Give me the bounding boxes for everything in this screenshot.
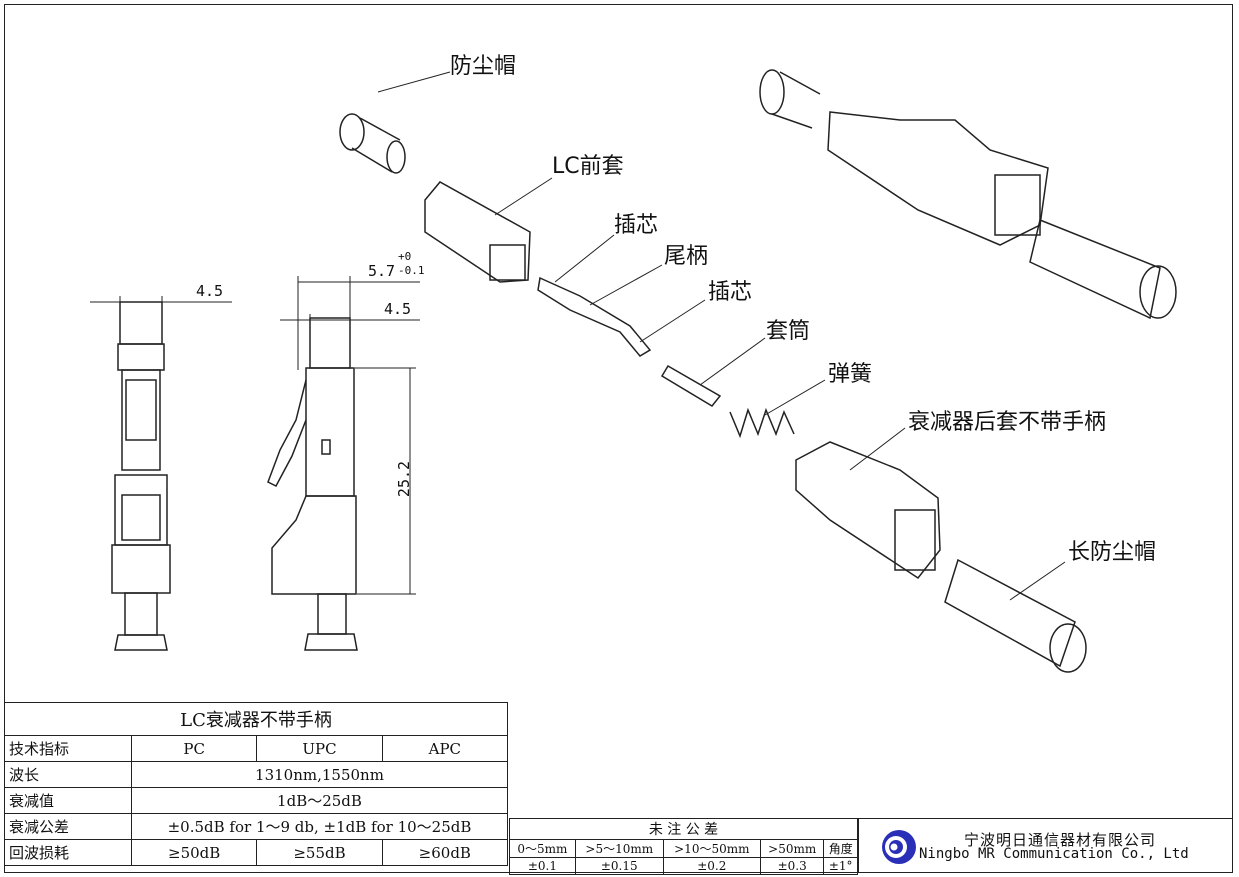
dimension-lines <box>90 276 420 595</box>
cell: ±1° <box>823 857 858 875</box>
cell: 波长 <box>4 761 132 788</box>
cell: 1310nm,1550nm <box>131 761 508 788</box>
label-ferrule-1: 插芯 <box>614 213 659 238</box>
cell: 角度 <box>823 839 858 858</box>
table-row: ±0.1 ±0.15 ±0.2 ±0.3 ±1° <box>509 857 858 875</box>
dim-front-width: 4.5 <box>196 282 224 300</box>
cell: ≥50dB <box>130 839 258 866</box>
cell: >50mm <box>759 839 825 858</box>
company-name-en: Ningbo MR Communication Co., Ltd <box>919 846 1189 862</box>
cell: 技术指标 <box>4 735 132 762</box>
cell: UPC <box>256 735 383 762</box>
company-logo-icon <box>882 830 916 864</box>
dim-side-tol-plus: +0 <box>398 250 412 263</box>
label-lc-front: LC前套 <box>552 154 624 179</box>
assembled-attenuator <box>759 69 1177 320</box>
rear-housing <box>795 427 941 580</box>
cell: 1dB～25dB <box>131 787 508 814</box>
dim-side-width: 5.7 <box>368 262 396 280</box>
dim-length: 25.2 <box>395 460 414 498</box>
company-block: 宁波明日通信器材有限公司 Ningbo MR Communication Co.… <box>858 818 1233 873</box>
cell: >10～50mm <box>662 839 761 858</box>
side-view <box>267 317 358 651</box>
cell: ±0.5dB for 1～9 db, ±1dB for 10～25dB <box>131 813 508 840</box>
cell: ≥55dB <box>256 839 383 866</box>
cell: 0～5mm <box>509 839 576 858</box>
cell: 回波损耗 <box>4 839 132 866</box>
table-row: 衰减公差±0.5dB for 1～9 db, ±1dB for 10～25dB <box>4 813 508 840</box>
cell: PC <box>130 735 258 762</box>
spec-title: LC衰减器不带手柄 <box>4 702 508 736</box>
lc-front-housing <box>424 177 553 283</box>
long-dust-cap <box>944 558 1087 673</box>
label-ferrule-2: 插芯 <box>708 280 753 305</box>
front-view <box>111 301 171 651</box>
cell: >5～10mm <box>574 839 664 858</box>
cell: 衰减值 <box>4 787 132 814</box>
cell: APC <box>381 735 509 762</box>
label-long-dust-cap: 长防尘帽 <box>1068 540 1157 565</box>
cell: ±0.3 <box>759 857 825 875</box>
ferrule-assembly <box>537 234 706 357</box>
label-rear-housing: 衰减器后套不带手柄 <box>908 410 1107 435</box>
cell: ±0.15 <box>574 857 664 875</box>
cell: 衰减公差 <box>4 813 132 840</box>
label-spring: 弹簧 <box>828 362 873 387</box>
label-sleeve: 套筒 <box>766 319 811 344</box>
table-row: 0～5mm >5～10mm >10～50mm >50mm 角度 <box>509 839 858 858</box>
sleeve <box>660 337 766 407</box>
label-tail: 尾柄 <box>664 244 709 269</box>
dim-side-inner: 4.5 <box>384 300 412 318</box>
table-row: 技术指标 PC UPC APC <box>4 735 509 762</box>
cell: ±0.2 <box>662 857 761 875</box>
cell: ≥60dB <box>381 839 509 866</box>
company-name-cn: 宁波明日通信器材有限公司 <box>964 831 1157 849</box>
cell: ±0.1 <box>509 857 576 875</box>
spring <box>729 379 826 439</box>
dust-cap <box>339 71 451 174</box>
tolerance-title: 未 注 公 差 <box>509 818 858 840</box>
tolerance-table: 未 注 公 差 0～5mm >5～10mm >10～50mm >50mm 角度 … <box>509 818 858 875</box>
table-row: 回波损耗 ≥50dB ≥55dB ≥60dB <box>4 839 509 866</box>
label-dust-cap: 防尘帽 <box>450 54 517 79</box>
dim-side-tol-minus: -0.1 <box>398 264 425 277</box>
